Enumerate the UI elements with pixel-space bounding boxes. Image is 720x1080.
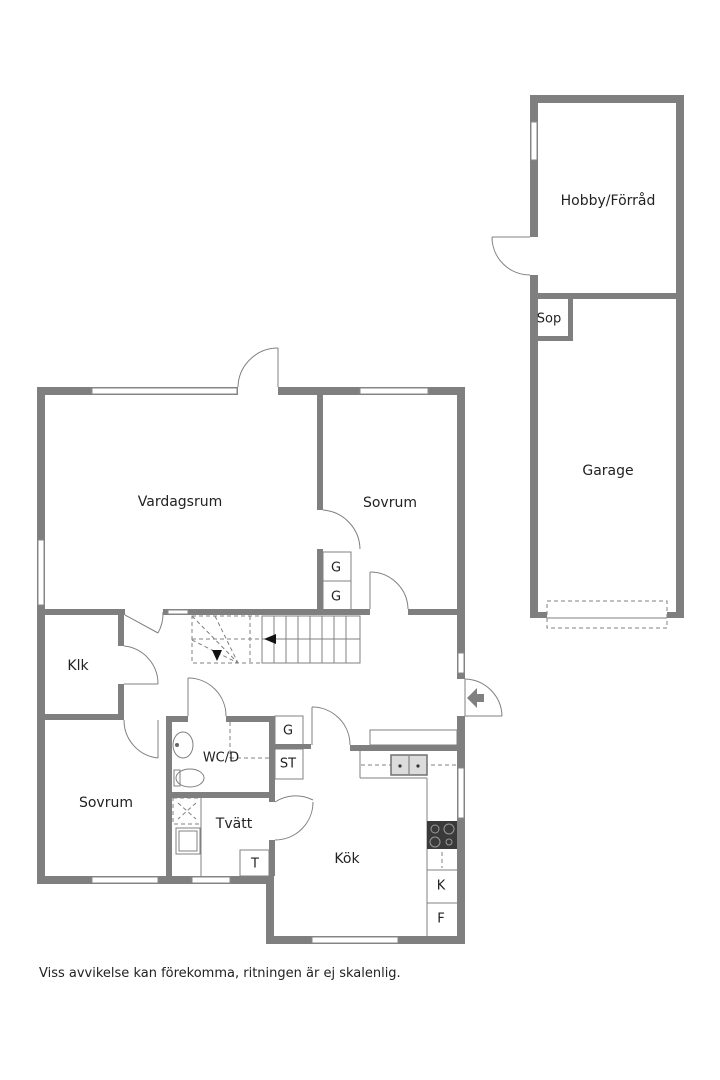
fixture-g2: G <box>331 590 341 605</box>
fixture-g1: G <box>331 561 341 576</box>
fixture-st: ST <box>280 757 296 772</box>
room-label-klk: Klk <box>67 658 89 674</box>
room-label-sovrum-top: Sovrum <box>363 495 417 511</box>
stair-arrow-down-icon <box>212 650 222 661</box>
outbuilding: Hobby/Förråd Sop Garage <box>491 95 684 629</box>
room-label-tvatt: Tvätt <box>215 816 253 832</box>
room-label-sovrum-bottom: Sovrum <box>79 795 133 811</box>
fixture-f: F <box>437 912 444 927</box>
disclaimer-note: Viss avvikelse kan förekomma, ritningen … <box>39 966 401 981</box>
room-label-hobby: Hobby/Förråd <box>561 192 656 209</box>
room-label-kok: Kök <box>334 851 360 867</box>
fixture-t: T <box>250 857 259 872</box>
stair-arrow-left-icon <box>264 634 276 644</box>
room-label-garage: Garage <box>582 463 633 479</box>
main-house: Vardagsrum Sovrum G G Klk Sovrum WC/D G … <box>37 347 503 944</box>
room-label-vardagsrum: Vardagsrum <box>138 494 223 510</box>
fixture-g3: G <box>283 724 293 739</box>
entrance-arrow-icon <box>467 688 484 708</box>
room-label-sop: Sop <box>537 312 561 327</box>
staircase <box>191 615 361 664</box>
room-label-wc: WC/D <box>203 751 239 766</box>
fixture-k: K <box>437 879 446 894</box>
